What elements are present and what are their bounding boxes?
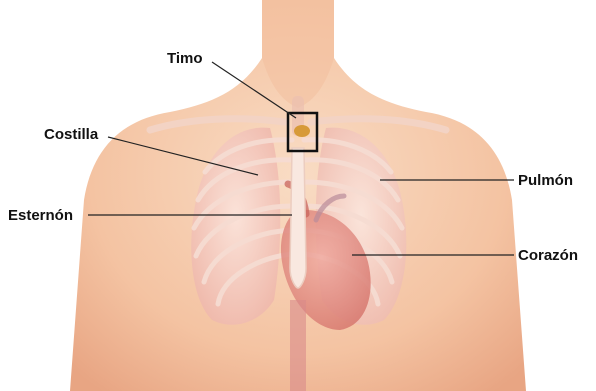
thymus <box>294 125 310 137</box>
descending-aorta <box>290 300 306 391</box>
label-rib: Costilla <box>44 126 99 143</box>
label-sternum: Esternón <box>8 207 73 224</box>
label-thymus: Timo <box>167 50 203 67</box>
label-lung: Pulmón <box>518 172 573 189</box>
label-heart: Corazón <box>518 247 578 264</box>
sternum <box>290 148 306 288</box>
